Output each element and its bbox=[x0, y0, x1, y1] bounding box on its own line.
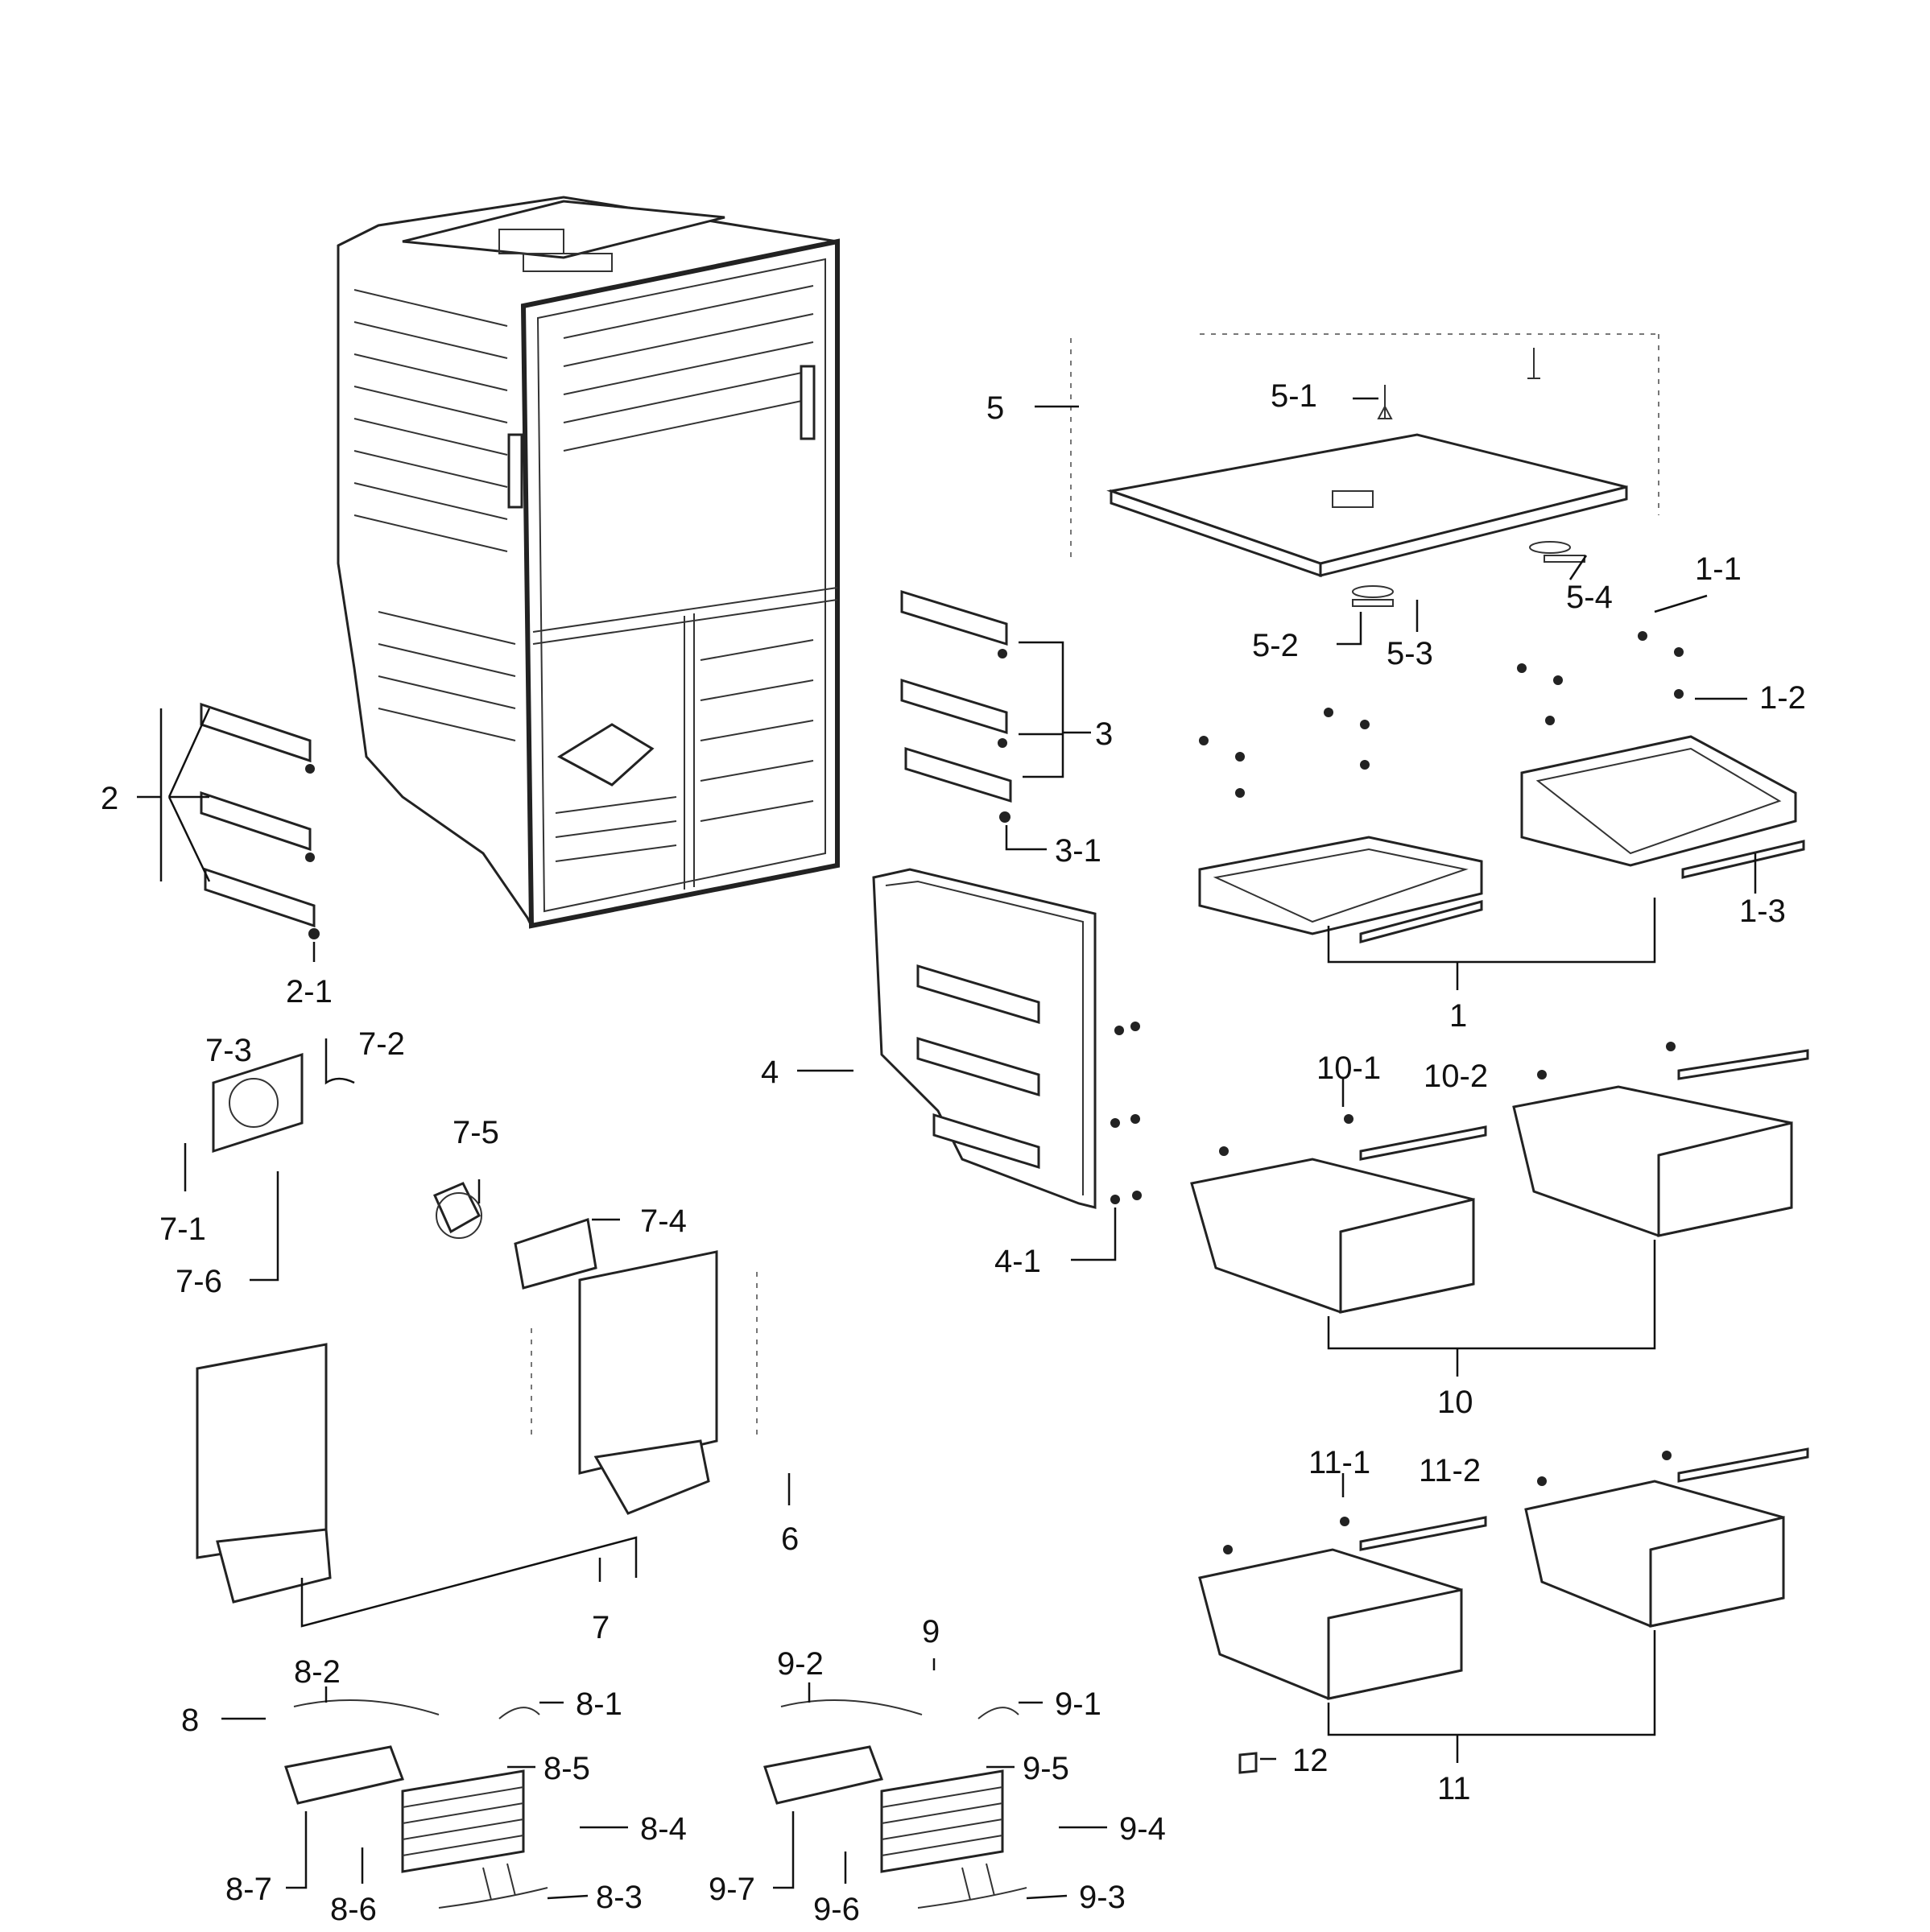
callout-7: 7 bbox=[592, 1610, 610, 1645]
callout-4: 4 bbox=[761, 1055, 779, 1090]
callout-8-4: 8-4 bbox=[640, 1811, 687, 1847]
callout-7-4: 7-4 bbox=[640, 1203, 687, 1239]
callout-5-3: 5-3 bbox=[1387, 636, 1433, 671]
evaporator-cover-assembly bbox=[196, 1052, 758, 1604]
callout-2: 2 bbox=[101, 781, 118, 816]
callout-7-2: 7-2 bbox=[358, 1026, 405, 1062]
callout-7-3: 7-3 bbox=[205, 1033, 252, 1068]
callout-9-1: 9-1 bbox=[1055, 1686, 1101, 1722]
callout-9: 9 bbox=[922, 1614, 940, 1649]
callout-9-6: 9-6 bbox=[813, 1892, 860, 1927]
callout-11-2: 11-2 bbox=[1419, 1453, 1481, 1488]
divider-panel bbox=[872, 868, 1142, 1209]
cabinet-body bbox=[337, 196, 840, 929]
upper-drawers bbox=[1190, 1042, 1809, 1314]
callout-1-1: 1-1 bbox=[1695, 551, 1742, 587]
callout-3: 3 bbox=[1095, 716, 1113, 752]
callout-12: 12 bbox=[1292, 1743, 1329, 1778]
callout-9-2: 9-2 bbox=[777, 1646, 824, 1682]
top-cover-assembly bbox=[1070, 333, 1659, 607]
callout-8-1: 8-1 bbox=[576, 1686, 622, 1722]
leader-lines bbox=[137, 397, 1757, 1900]
callout-1: 1 bbox=[1449, 998, 1467, 1034]
callout-8-3: 8-3 bbox=[596, 1880, 643, 1915]
callout-10: 10 bbox=[1437, 1385, 1473, 1420]
callout-10-2: 10-2 bbox=[1424, 1059, 1488, 1094]
callout-11-1: 11-1 bbox=[1308, 1445, 1370, 1480]
callout-5: 5 bbox=[986, 390, 1004, 426]
callout-9-5: 9-5 bbox=[1023, 1751, 1069, 1786]
callout-5-1: 5-1 bbox=[1271, 378, 1317, 414]
callout-9-7: 9-7 bbox=[709, 1872, 755, 1907]
callout-4-1: 4-1 bbox=[994, 1244, 1041, 1279]
callout-1-2: 1-2 bbox=[1759, 680, 1806, 716]
callout-1-3: 1-3 bbox=[1739, 894, 1786, 929]
rail-set bbox=[900, 589, 1012, 823]
callout-10-1: 10-1 bbox=[1316, 1051, 1381, 1086]
evaporator-assembly-right bbox=[763, 1699, 1027, 1909]
lower-drawers bbox=[1198, 1447, 1809, 1774]
callout-7-6: 7-6 bbox=[176, 1264, 222, 1299]
callout-7-5: 7-5 bbox=[453, 1115, 499, 1150]
callout-5-2: 5-2 bbox=[1252, 628, 1299, 663]
callout-8-5: 8-5 bbox=[543, 1751, 590, 1786]
callout-5-4: 5-4 bbox=[1566, 580, 1613, 615]
callout-7-1: 7-1 bbox=[159, 1212, 206, 1247]
callout-8-7: 8-7 bbox=[225, 1872, 272, 1907]
shelf-trays bbox=[1198, 631, 1805, 943]
callout-8-6: 8-6 bbox=[330, 1892, 377, 1927]
callout-8: 8 bbox=[181, 1703, 199, 1738]
callout-3-1: 3-1 bbox=[1055, 833, 1101, 869]
callout-labels: 5 5-1 5-2 5-3 5-4 1-1 1-2 1-3 1 3 3-1 4 … bbox=[101, 378, 1806, 1927]
callout-8-2: 8-2 bbox=[294, 1654, 341, 1690]
callout-11: 11 bbox=[1437, 1771, 1471, 1806]
callout-9-4: 9-4 bbox=[1119, 1811, 1166, 1847]
callout-6: 6 bbox=[781, 1521, 799, 1557]
control-panels bbox=[200, 702, 320, 939]
evaporator-assembly-left bbox=[284, 1699, 548, 1909]
callout-2-1: 2-1 bbox=[286, 974, 333, 1009]
callout-9-3: 9-3 bbox=[1079, 1880, 1126, 1915]
